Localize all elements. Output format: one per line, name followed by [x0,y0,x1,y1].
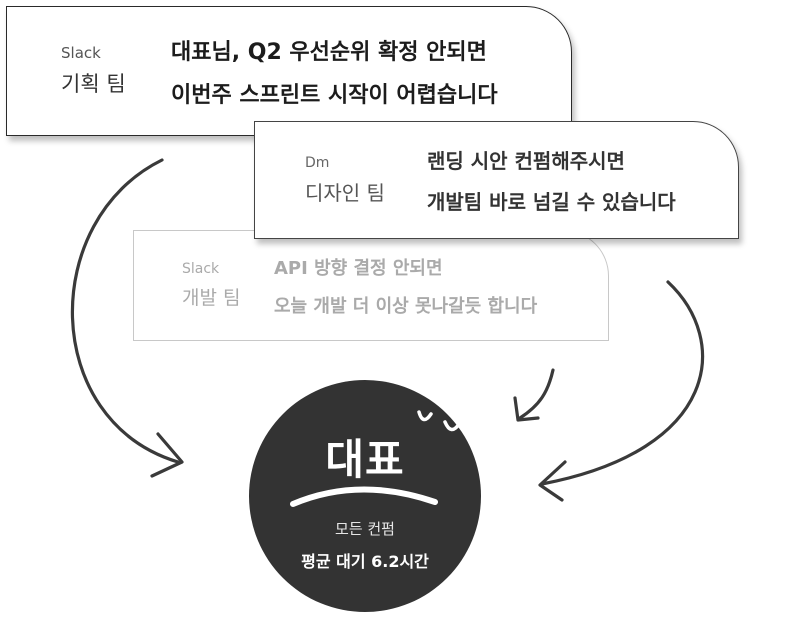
card-meta: Slack 기획 팀 [61,44,171,98]
channel-label: Slack [61,44,101,62]
ceo-wait-stat: 평균 대기 6.2시간 [301,552,429,571]
message-line: API 방향 결정 안되면 [274,257,443,279]
arrowhead-middle [513,396,540,422]
arrow-middle [518,368,555,420]
eye-left-icon [417,410,433,422]
message-line: 대표님, Q2 우선순위 확정 안되면 [171,39,487,65]
message-line: 개발팀 바로 넘길 수 있습니다 [427,190,676,214]
message-text: 랜딩 시안 컨펌해주시면 개발팀 바로 넘길 수 있습니다 [427,145,676,215]
card-meta: Slack 개발 팀 [182,261,274,310]
card-meta: Dm 디자인 팀 [305,155,427,206]
team-label: 디자인 팀 [305,180,385,205]
message-card-planning: Slack 기획 팀 대표님, Q2 우선순위 확정 안되면 이번주 스프린트 … [6,6,572,136]
message-line: 오늘 개발 더 이상 못나갈듯 합니다 [274,295,538,317]
team-label: 개발 팀 [182,287,241,309]
message-line: 랜딩 시안 컨펌해주시면 [427,149,625,173]
arrowhead-left [150,432,184,478]
channel-label: Slack [182,261,220,277]
face-doodle-icon [290,410,461,507]
message-text: API 방향 결정 안되면 오늘 개발 더 이상 못나갈듯 합니다 [274,254,537,318]
ceo-circle: 대표 모든 컨펌 평균 대기 6.2시간 [249,380,481,612]
team-label: 기획 팀 [61,72,126,96]
message-card-design: Dm 디자인 팀 랜딩 시안 컨펌해주시면 개발팀 바로 넘길 수 있습니다 [254,121,739,239]
eye-right-icon [443,420,461,432]
message-card-dev: Slack 개발 팀 API 방향 결정 안되면 오늘 개발 더 이상 못나갈듯… [133,230,609,341]
arrowhead-right [538,460,567,502]
message-line: 이번주 스프린트 시작이 어렵습니다 [171,82,498,108]
message-text: 대표님, Q2 우선순위 확정 안되면 이번주 스프린트 시작이 어렵습니다 [171,34,498,109]
ceo-title: 대표 [325,435,405,484]
ceo-subtitle: 모든 컨펌 [335,520,395,538]
channel-label: Dm [305,154,330,171]
mouth-icon [290,486,438,507]
